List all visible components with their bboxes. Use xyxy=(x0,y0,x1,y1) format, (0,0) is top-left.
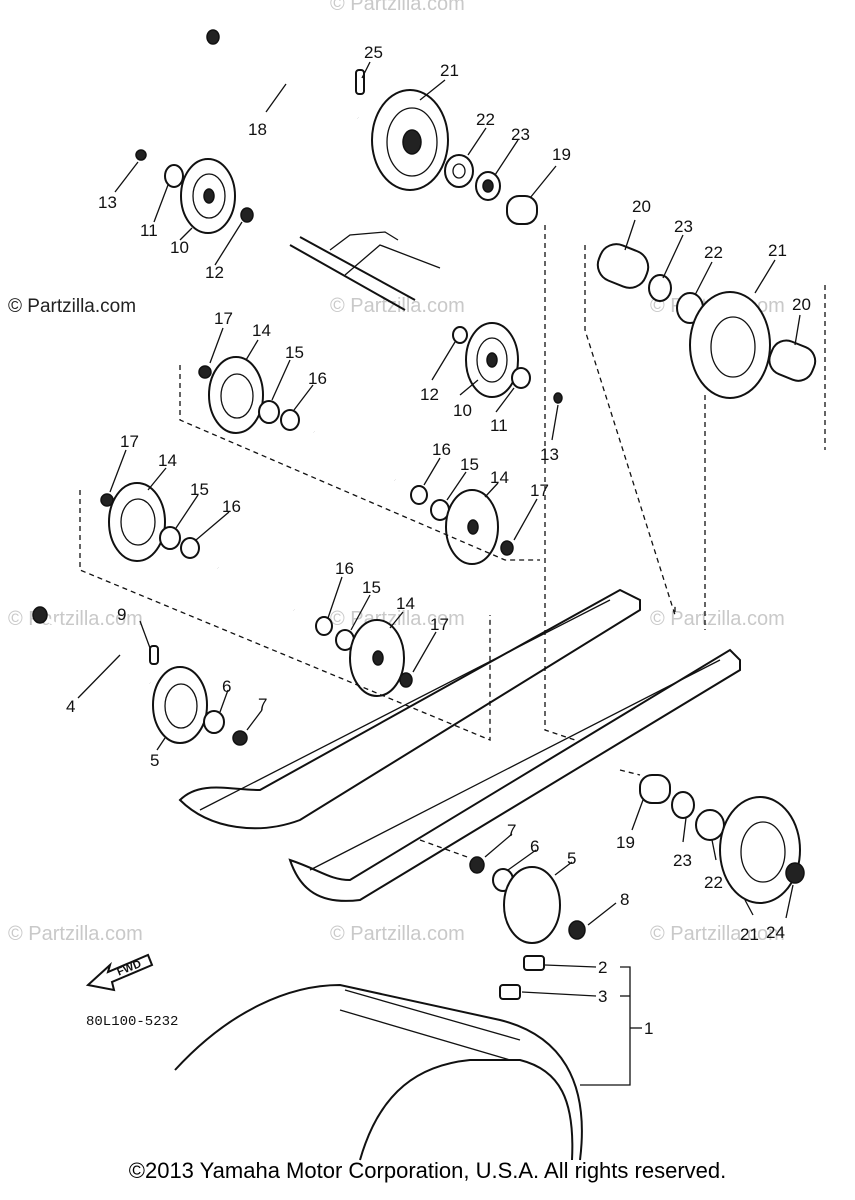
right-rear-wheel-set xyxy=(596,243,817,399)
callout-11: 11 xyxy=(140,221,158,240)
callout-24: 24 xyxy=(766,923,785,942)
callout-14: 14 xyxy=(396,594,415,613)
callout-13: 13 xyxy=(540,445,559,464)
callout-14: 14 xyxy=(252,321,271,340)
copyright-notice: ©2013 Yamaha Motor Corporation, U.S.A. A… xyxy=(128,1158,727,1183)
drawing-number: 80L100-5232 xyxy=(86,1014,178,1030)
rear-axle-assembly xyxy=(206,29,538,225)
callout-18: 18 xyxy=(248,120,267,139)
watermark: © Partzilla.com xyxy=(8,296,136,317)
callout-5: 5 xyxy=(150,751,159,770)
callout-16: 16 xyxy=(222,497,241,516)
callout-12: 12 xyxy=(205,263,224,282)
callout-22: 22 xyxy=(476,110,495,129)
callout-22: 22 xyxy=(704,243,723,262)
watermark: © Partzilla.com xyxy=(650,923,785,945)
callout-labels: 25 21 18 22 23 19 13 11 10 12 20 23 22 2… xyxy=(66,43,811,1038)
upper-idler-set xyxy=(135,149,563,404)
callout-2: 2 xyxy=(598,958,607,977)
watermark: © Partzilla.com xyxy=(650,608,785,630)
callout-15: 15 xyxy=(362,578,381,597)
callout-11: 11 xyxy=(490,416,508,435)
callout-21: 21 xyxy=(440,61,459,80)
watermark: © Partzilla.com xyxy=(8,923,143,945)
callout-17: 17 xyxy=(430,615,449,634)
callout-21: 21 xyxy=(740,925,759,944)
callout-25: 25 xyxy=(364,43,383,62)
callout-22: 22 xyxy=(704,873,723,892)
callout-23: 23 xyxy=(511,125,530,144)
fwd-arrow-icon: FWD xyxy=(85,953,154,992)
callout-14: 14 xyxy=(490,468,509,487)
callout-12: 12 xyxy=(420,385,439,404)
callout-17: 17 xyxy=(214,309,233,328)
callout-14: 14 xyxy=(158,451,177,470)
callout-16: 16 xyxy=(432,440,451,459)
callout-16: 16 xyxy=(335,559,354,578)
callout-5: 5 xyxy=(567,849,576,868)
callout-15: 15 xyxy=(460,455,479,474)
callout-7: 7 xyxy=(507,821,516,840)
lower-right-wheel-set xyxy=(469,774,805,944)
callout-23: 23 xyxy=(673,851,692,870)
slide-rails xyxy=(79,225,826,902)
callout-15: 15 xyxy=(190,480,209,499)
callout-15: 15 xyxy=(285,343,304,362)
callout-20: 20 xyxy=(792,295,811,314)
lower-shaft-set xyxy=(100,482,413,697)
callout-1: 1 xyxy=(644,1019,653,1038)
callout-17: 17 xyxy=(530,481,549,500)
callout-6: 6 xyxy=(530,837,539,856)
callout-20: 20 xyxy=(632,197,651,216)
callout-21: 21 xyxy=(768,241,787,260)
callout-8: 8 xyxy=(620,890,629,909)
callout-6: 6 xyxy=(222,677,231,696)
callout-16: 16 xyxy=(308,369,327,388)
callout-17: 17 xyxy=(120,432,139,451)
callout-10: 10 xyxy=(453,401,472,420)
callout-10: 10 xyxy=(170,238,189,257)
watermark: © Partzilla.com xyxy=(330,923,465,945)
track-assembly xyxy=(174,955,583,1161)
callout-9: 9 xyxy=(117,605,126,624)
leader-lines xyxy=(77,61,801,1086)
callout-19: 19 xyxy=(616,833,635,852)
callout-13: 13 xyxy=(98,193,117,212)
middle-shaft-set xyxy=(198,356,514,565)
callout-23: 23 xyxy=(674,217,693,236)
callout-3: 3 xyxy=(598,987,607,1006)
callout-7: 7 xyxy=(258,695,267,714)
callout-19: 19 xyxy=(552,145,571,164)
callout-4: 4 xyxy=(66,697,75,716)
watermark: © Partzilla.com xyxy=(330,0,465,15)
front-axle-set xyxy=(32,606,248,746)
